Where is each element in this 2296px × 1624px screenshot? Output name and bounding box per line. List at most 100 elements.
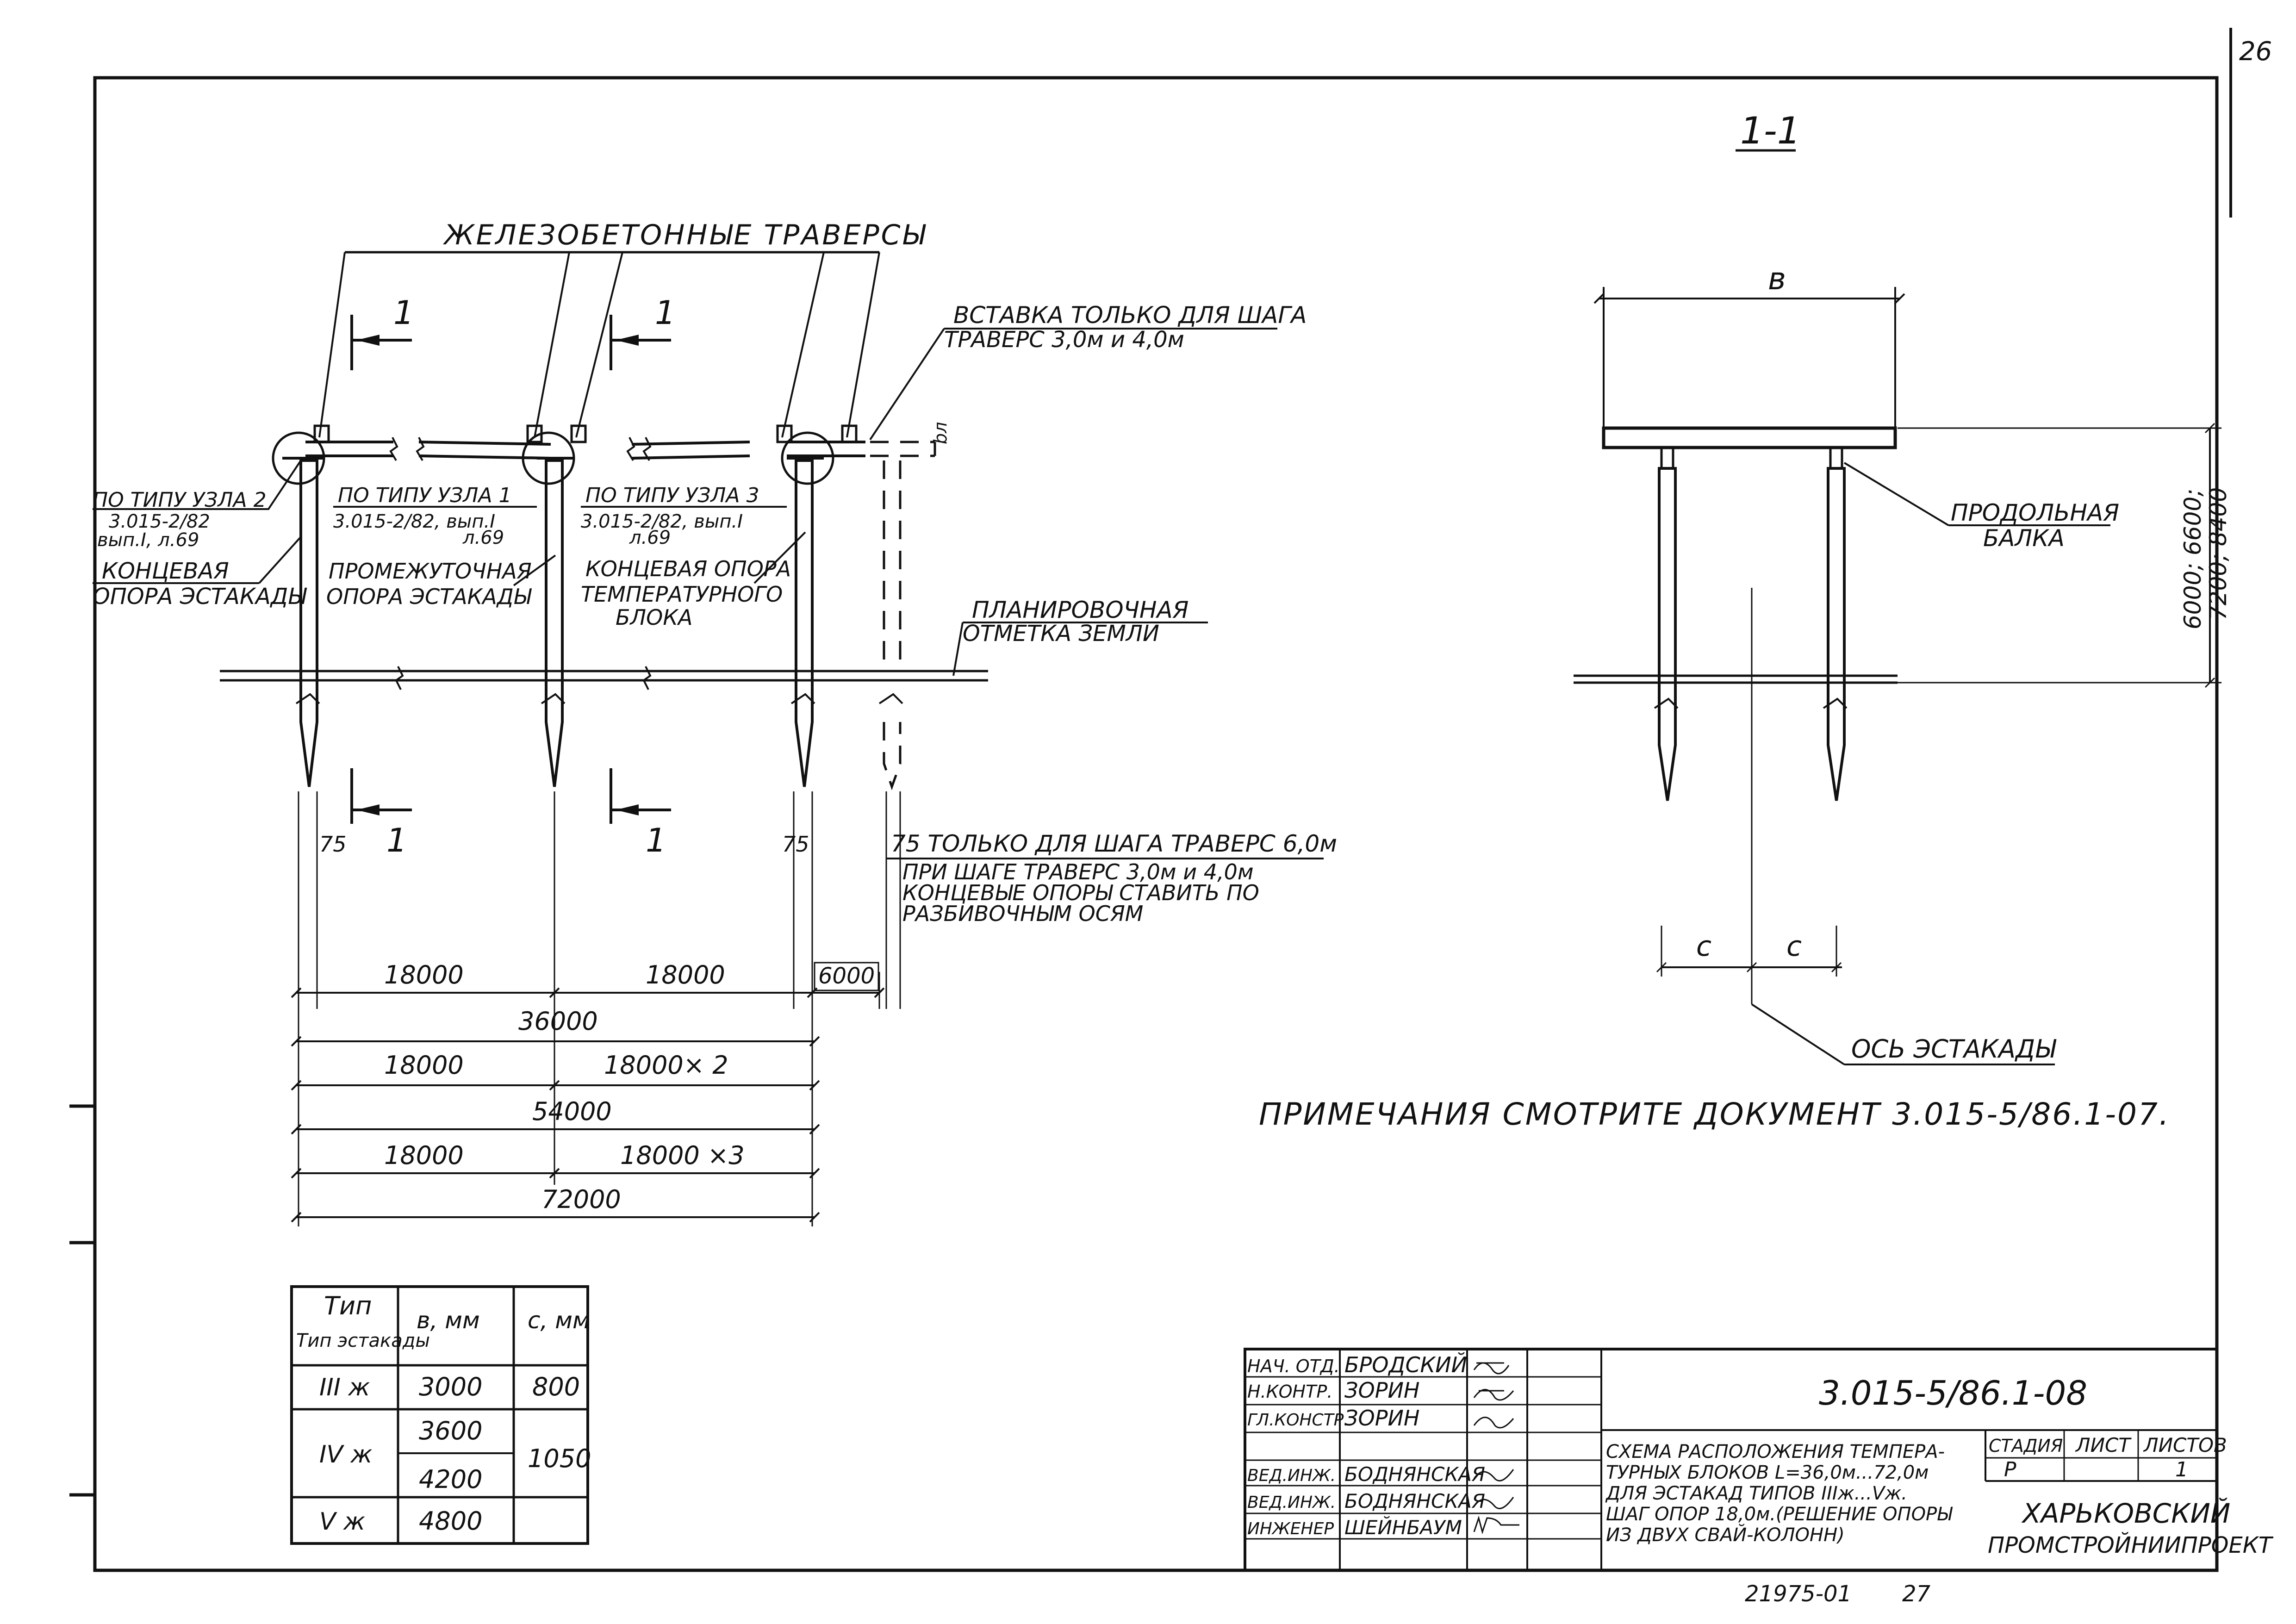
height-dim-ticks <box>1898 423 2221 688</box>
note-75-3: КОНЦЕВЫЕ ОПОРЫ СТАВИТЬ ПО <box>902 880 1259 905</box>
node3-label: ПО ТИПУ УЗЛА 3 <box>585 484 759 507</box>
ground-line <box>1574 674 1898 684</box>
signature <box>1473 1417 1514 1429</box>
svg-text:1: 1 <box>655 294 676 332</box>
insert-note-2: ТРАВЕРС 3,0м и 4,0м <box>944 327 1184 353</box>
organization: ПРОМСТРОЙНИИПРОЕКТ <box>1988 1532 2274 1558</box>
node2-sheet: вып.I, л.69 <box>97 529 199 551</box>
staff-role: ИНЖЕНЕР <box>1247 1519 1334 1538</box>
insert-small-label: bл <box>930 422 951 444</box>
table-header: Тип <box>324 1291 372 1320</box>
svg-text:1: 1 <box>646 821 666 859</box>
c-label: с <box>1786 930 1802 963</box>
staff-role: ВЕД.ИНЖ. <box>1247 1466 1336 1485</box>
block-end-label-2: ТЕМПЕРАТУРНОГО <box>581 582 783 607</box>
table-cell: III ж <box>319 1374 370 1401</box>
staff-role: НАЧ. ОТД. <box>1247 1356 1340 1376</box>
dim-value: 72000 <box>541 1185 621 1214</box>
traverse <box>776 424 793 443</box>
ground-line <box>220 670 988 682</box>
staff-name: ШЕЙНБАУМ <box>1344 1516 1462 1539</box>
axis-leader <box>1751 1003 1845 1065</box>
type-table: Тип Тип эстакады в, мм с, мм III ж 3000 … <box>290 1285 591 1545</box>
block-end-leader <box>753 531 806 584</box>
doc-code: 3.015-5/86.1-08 <box>1819 1374 2087 1412</box>
staff-role: Н.КОНТР. <box>1247 1381 1332 1402</box>
block-end-label: КОНЦЕВАЯ ОПОРА <box>585 556 791 581</box>
insert-dashed <box>870 441 936 790</box>
beam-slab <box>1602 426 1897 449</box>
column <box>787 457 824 787</box>
sheets-header: ЛИСТОВ <box>2143 1434 2227 1456</box>
height-label-2: 7200; 8400 <box>2205 487 2232 620</box>
traverse-leader-line <box>575 252 623 438</box>
node1-label: ПО ТИПУ УЗЛА 1 <box>338 484 512 507</box>
insert-note: ВСТАВКА ТОЛЬКО ДЛЯ ШАГА <box>953 302 1307 329</box>
pile <box>1827 467 1846 801</box>
height-label: 6000; 6600; <box>2179 489 2206 629</box>
title-block: НАЧ. ОТД. БРОДСКИЙ Н.КОНТР. ЗОРИН ГЛ.КОН… <box>1244 1348 2274 1572</box>
end-support-label: КОНЦЕВАЯ <box>102 558 229 584</box>
staff-name: БРОДСКИЙ <box>1344 1352 1467 1377</box>
note-75: 75 ТОЛЬКО ДЛЯ ШАГА ТРАВЕРС 6,0м <box>891 830 1337 857</box>
width-label: в <box>1768 261 1786 297</box>
drawing-description: ДЛЯ ЭСТАКАД ТИПОВ IIIж...Vж. <box>1605 1483 1907 1504</box>
signature <box>1473 1469 1514 1481</box>
middle-support-label-2: ОПОРА ЭСТАКАДЫ <box>326 584 532 609</box>
traverse-leader-line <box>318 252 346 438</box>
staff-role: ВЕД.ИНЖ. <box>1247 1493 1336 1512</box>
traverse <box>570 424 587 443</box>
column <box>282 457 324 787</box>
support-post <box>1829 446 1843 470</box>
dim-value: 18000 <box>384 1051 464 1080</box>
dim-value: 18000× 2 <box>604 1051 728 1080</box>
middle-support-leader <box>513 554 556 586</box>
table-cell: IV ж <box>319 1441 372 1468</box>
signature <box>1473 1497 1514 1509</box>
end-support-leader <box>258 536 302 584</box>
sheet-header: ЛИСТ <box>2075 1434 2132 1456</box>
traverse <box>313 424 330 443</box>
dimension-chain: 18000 18000 6000 36000 18000 18000× 2 54… <box>291 960 885 1226</box>
c-label: с <box>1696 930 1711 963</box>
dim-value: 18000 <box>384 1141 464 1170</box>
table-cell: 4200 <box>419 1465 482 1494</box>
ground-mark-label: ПЛАНИРОВОЧНАЯ <box>972 597 1188 623</box>
pile-breaks <box>1654 697 1848 709</box>
dim-75: 75 <box>782 832 809 857</box>
organization: ХАРЬКОВСКИЙ <box>2021 1497 2230 1529</box>
section-mark: 1 <box>350 294 414 370</box>
drawing-description: СХЕМА РАСПОЛОЖЕНИЯ ТЕМПЕРА- <box>1606 1441 1945 1462</box>
end-support-label-2: ОПОРА ЭСТАКАДЫ <box>93 584 307 610</box>
middle-support-label: ПРОМЕЖУТОЧНАЯ <box>329 559 532 584</box>
sheet-frame <box>93 76 2219 1572</box>
archive-code: 21975-01 <box>1745 1581 1852 1607</box>
section-mark: 1 <box>610 768 671 859</box>
signature <box>1473 1389 1514 1401</box>
note-75-4: РАЗБИВОЧНЫМ ОСЯМ <box>902 901 1144 926</box>
beam-label: ПРОДОЛЬНАЯ <box>1951 499 2119 526</box>
node3-sheet: л.69 <box>629 527 671 548</box>
node-circle <box>781 431 834 485</box>
staff-role: ГЛ.КОНСТР. <box>1247 1411 1349 1430</box>
elevation-view: ЖЕЛЕЗОБЕТОННЫЕ ТРАВЕРСЫ bл <box>93 219 1337 1226</box>
table-header: с, мм <box>528 1307 590 1334</box>
dim-75-lines <box>298 791 901 1009</box>
block-end-label-3: БЛОКА <box>616 605 692 630</box>
node1-doc: 3.015-2/82, вып.I <box>333 511 495 532</box>
beam-leader <box>1843 462 1949 526</box>
staff-rows: НАЧ. ОТД. БРОДСКИЙ Н.КОНТР. ЗОРИН ГЛ.КОН… <box>1245 1352 1601 1540</box>
sheets-value: 1 <box>2175 1458 2188 1481</box>
dim-value: 18000 <box>646 960 725 989</box>
column <box>537 457 574 787</box>
section-title: 1-1 <box>1740 109 1801 152</box>
node2-doc: 3.015-2/82 <box>109 511 210 532</box>
traverse-leader-line <box>846 252 880 438</box>
svg-text:1: 1 <box>386 821 407 859</box>
dim-value: 18000 <box>384 960 464 989</box>
dim-75: 75 <box>319 832 347 857</box>
staff-name: ЗОРИН <box>1344 1378 1419 1403</box>
table-cell: 800 <box>532 1372 580 1401</box>
width-dim-ticks <box>1593 287 1905 428</box>
